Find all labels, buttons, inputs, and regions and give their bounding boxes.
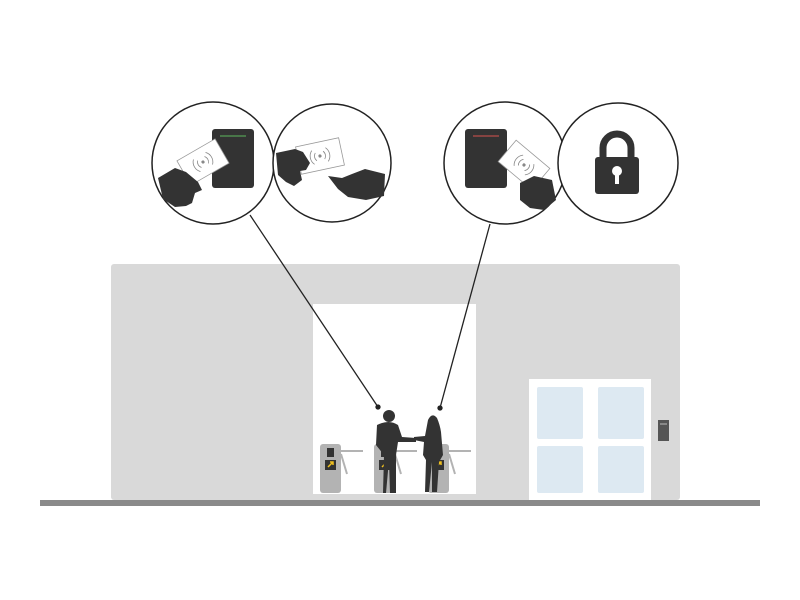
hand-icon [520,176,556,210]
door-card-reader[interactable] [658,420,669,441]
person-man-silhouette [376,410,416,493]
padlock-icon [595,130,639,194]
callout-card-denied [443,101,567,225]
hand-icon [276,149,310,186]
hand-icon [158,168,202,207]
card-reader-green-icon [212,129,254,188]
glass-door[interactable] [529,379,651,500]
callout-card-handover [272,103,392,223]
callout-locked [557,102,679,224]
callout-leader-lines [249,214,491,411]
person-woman-silhouette [414,415,443,492]
card-reader-red-icon [465,129,507,188]
callout-card-granted [151,101,275,225]
floor-line [40,500,760,506]
open-hand-icon [328,169,385,200]
